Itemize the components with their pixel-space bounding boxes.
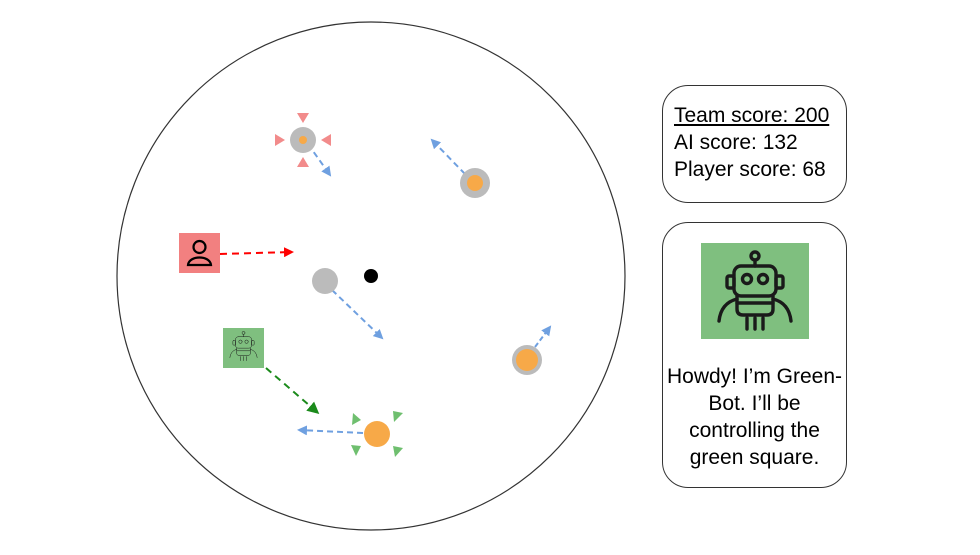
bot-selection-marker xyxy=(393,446,403,457)
bot-selection-marker xyxy=(352,413,361,425)
team-score: Team score: 200 xyxy=(674,104,830,127)
velocity-arrow xyxy=(331,289,384,340)
robot-icon xyxy=(717,250,793,331)
player-score: Player score: 68 xyxy=(674,158,826,181)
bot-avatar xyxy=(701,243,809,339)
robot-icon xyxy=(229,331,258,361)
arena-center-dot xyxy=(364,269,378,283)
bot-direction-arrow xyxy=(265,367,320,414)
player-selection-marker xyxy=(275,134,285,146)
velocity-arrow xyxy=(307,143,332,177)
velocity-arrow xyxy=(430,138,466,175)
target-ball xyxy=(312,268,338,294)
player-selection-marker xyxy=(321,134,331,146)
player-selection-marker xyxy=(297,113,309,123)
target-orange[interactable] xyxy=(512,325,552,375)
target-core xyxy=(516,349,538,371)
ai-score: AI score: 132 xyxy=(674,131,798,154)
velocity-arrow xyxy=(297,425,364,436)
player-square[interactable] xyxy=(179,233,294,273)
target-gray-selected[interactable] xyxy=(275,113,332,177)
target-core xyxy=(467,175,483,191)
target-core xyxy=(299,136,307,144)
player-selection-marker xyxy=(297,157,309,167)
velocity-arrow xyxy=(534,325,552,348)
person-icon xyxy=(186,239,213,267)
target-orange-selected[interactable] xyxy=(297,411,403,457)
score-panel: Team score: 200 AI score: 132 Player sco… xyxy=(662,85,847,203)
target-ball xyxy=(364,421,390,447)
bot-square[interactable] xyxy=(223,328,320,414)
arena-boundary xyxy=(116,21,626,531)
bot-selection-marker xyxy=(393,411,403,422)
bot-message: Howdy! I’m Green-Bot. I’ll be controllin… xyxy=(666,365,843,469)
bot-selection-marker xyxy=(351,445,361,456)
bot-intro-panel: Howdy! I’m Green-Bot. I’ll be controllin… xyxy=(662,222,847,488)
target-orange[interactable] xyxy=(430,138,490,198)
target-gray[interactable] xyxy=(312,268,384,340)
player-direction-arrow xyxy=(219,247,294,258)
